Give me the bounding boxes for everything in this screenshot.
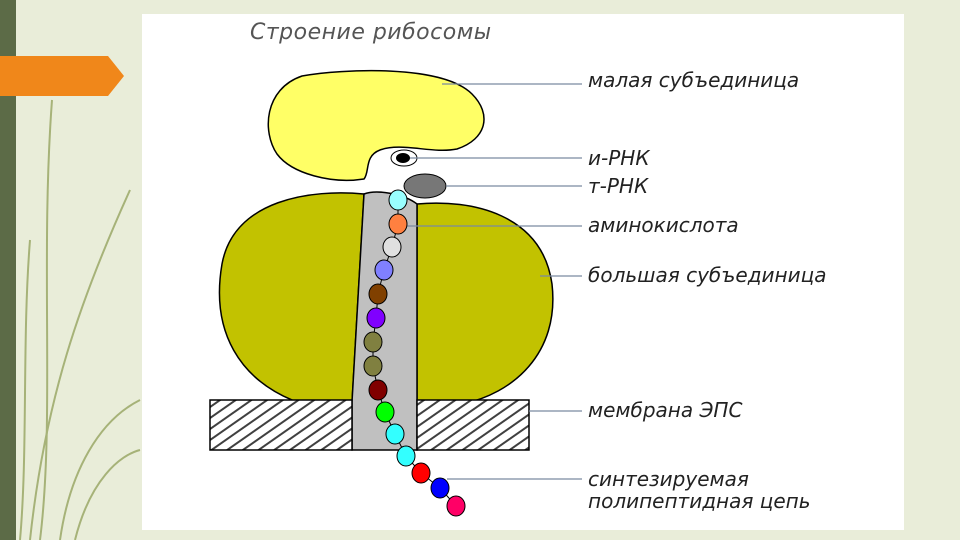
mrna-marker (390, 149, 418, 167)
label-amino-acid: аминокислота (588, 213, 739, 237)
label-small-subunit: малая субъединица (588, 68, 800, 92)
amino-acid-bead (388, 213, 408, 235)
grass-decoration (19, 99, 141, 540)
amino-acid-bead (368, 379, 388, 401)
diagram-title: Строение рибосомы (250, 20, 492, 45)
label-polypeptide-line2: полипептидная цепь (588, 489, 811, 513)
amino-acid-bead (375, 401, 395, 423)
amino-acid-bead (430, 477, 450, 499)
amino-acid-bead (388, 189, 408, 211)
amino-acid-bead (363, 355, 383, 377)
amino-acid-bead (385, 423, 405, 445)
amino-acid-bead (368, 283, 388, 305)
label-trna: т-РНК (588, 174, 649, 198)
large-subunit-right (416, 202, 554, 407)
amino-acid-bead (446, 495, 466, 517)
large-subunit-left (218, 192, 365, 408)
left-bar (0, 0, 16, 540)
er-membrane-left (209, 399, 353, 451)
amino-acid-bead (411, 462, 431, 484)
amino-acid-bead (363, 331, 383, 353)
amino-acid-bead (382, 236, 402, 258)
label-large-subunit: большая субъединица (588, 263, 827, 287)
amino-acid-bead (366, 307, 386, 329)
accent-arrow-tab (0, 56, 124, 96)
amino-acid-bead (374, 259, 394, 281)
small-subunit (267, 69, 485, 181)
polypeptide-chain (363, 189, 466, 517)
label-mrna: и-РНК (588, 146, 650, 170)
label-polypeptide-line1: синтезируемая (588, 467, 749, 491)
label-er-membrane: мембрана ЭПС (588, 398, 743, 422)
amino-acid-bead (396, 445, 416, 467)
er-membrane-right (416, 399, 530, 451)
trna-marker (403, 173, 447, 199)
ribosome-diagram (209, 69, 582, 517)
leader-lines (406, 83, 582, 480)
ribosome-figure: Строение рибосомы малая субъединица и-РН… (142, 14, 904, 530)
